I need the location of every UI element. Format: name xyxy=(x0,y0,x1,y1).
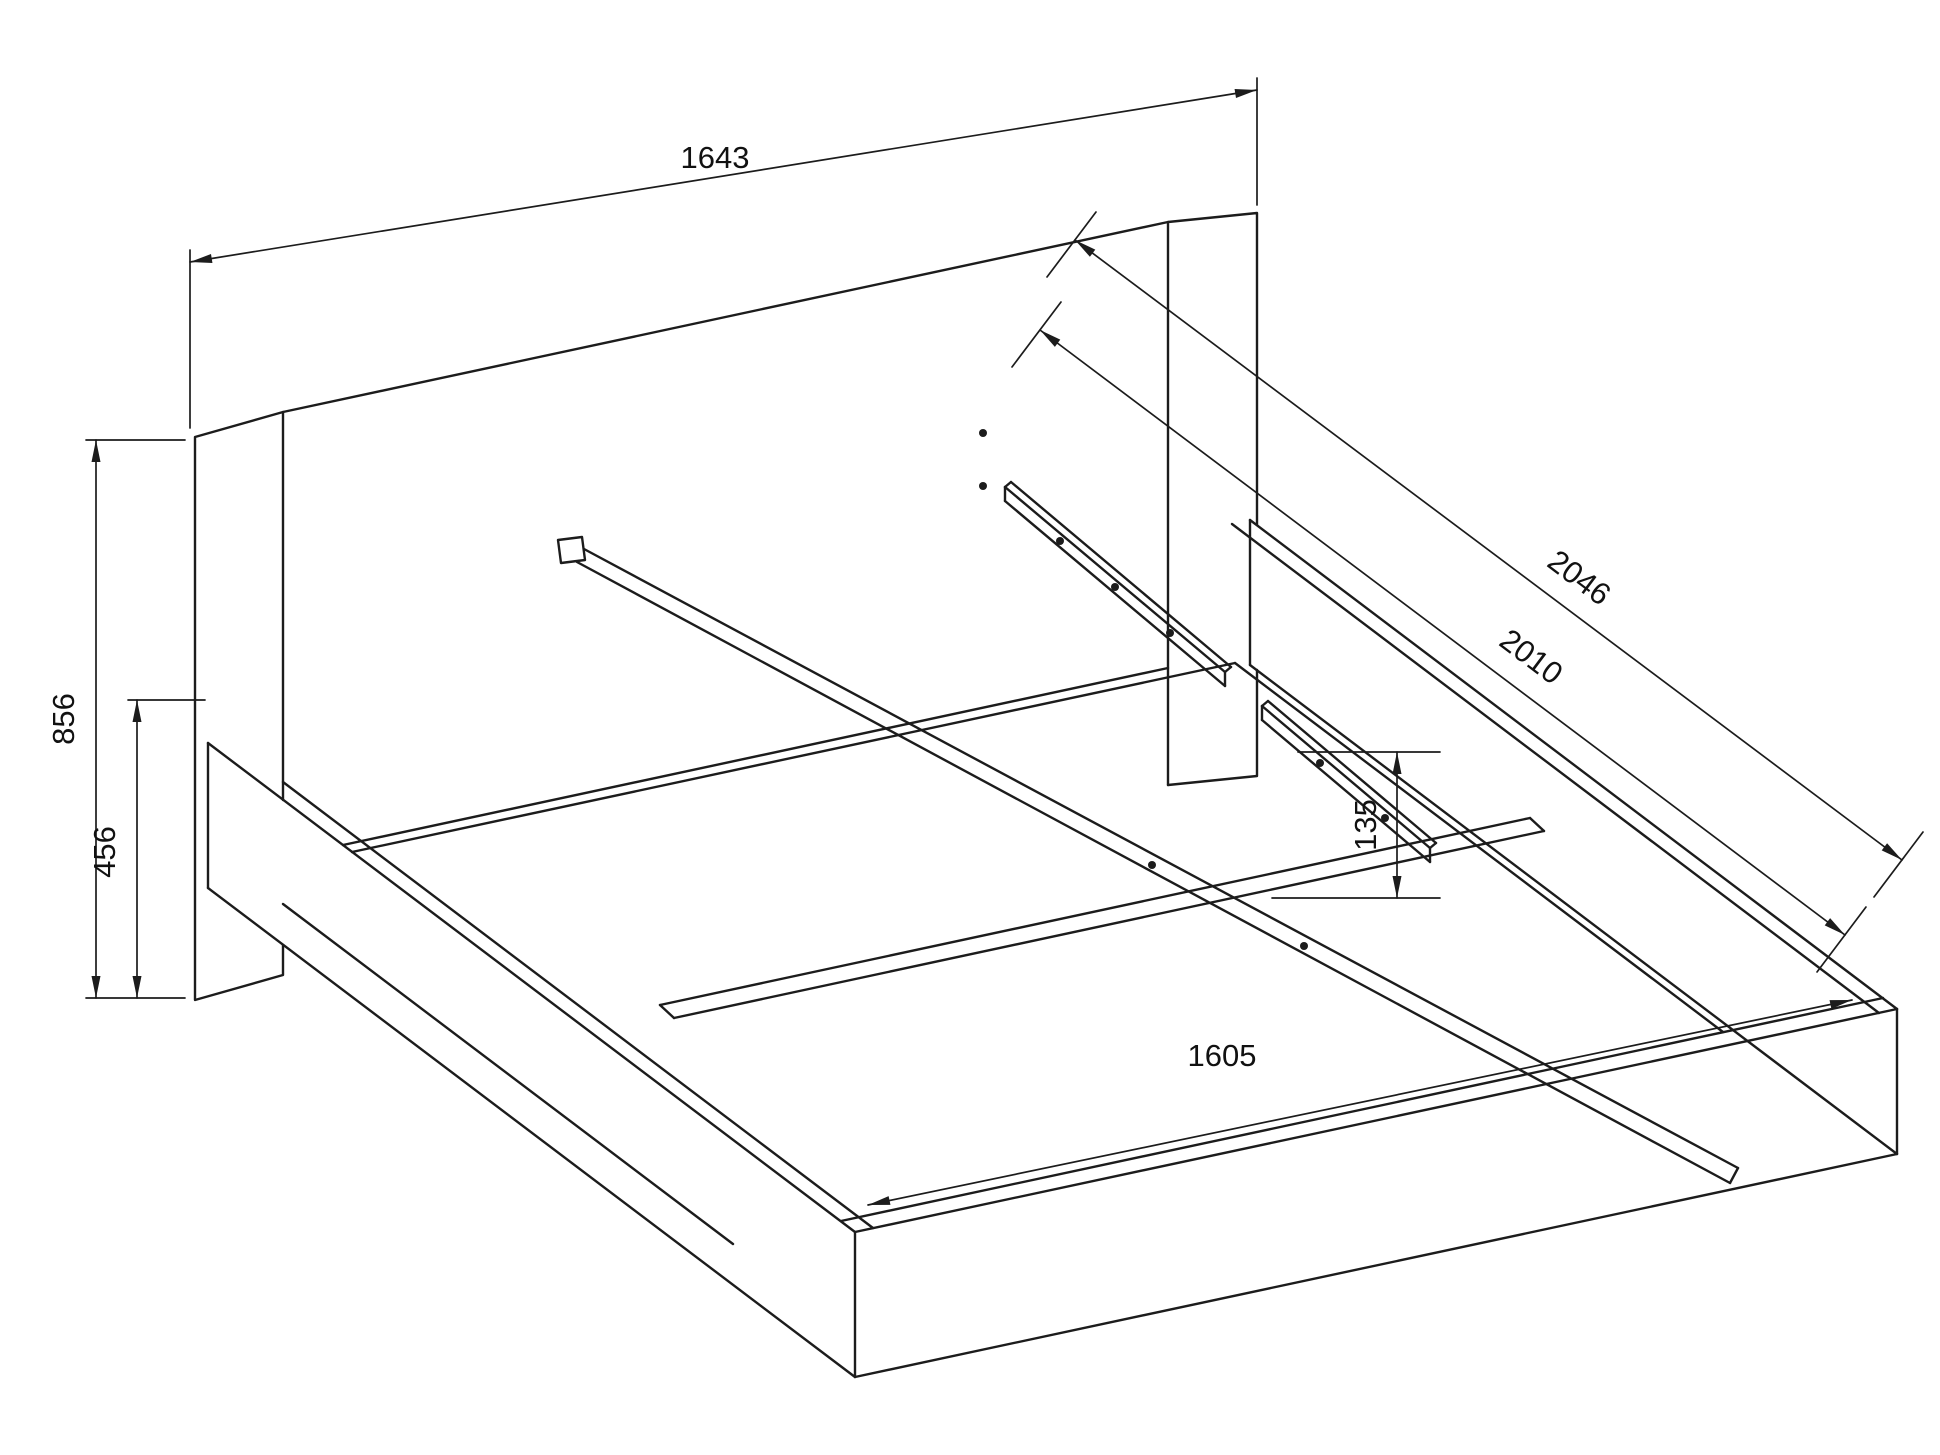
headboard-panel xyxy=(281,220,1170,847)
left-side-rail xyxy=(206,741,875,1379)
support-cleat-1 xyxy=(1003,480,1233,688)
foot-board xyxy=(839,996,1899,1379)
headboard-right-post xyxy=(1166,211,1259,787)
box-floor xyxy=(281,661,1725,1246)
dim-label-headboard-height: 856 xyxy=(46,693,81,745)
dim-label-base-height: 456 xyxy=(87,826,122,878)
cross-support xyxy=(658,816,1546,1020)
dim-headboard-width: 1643 xyxy=(189,77,1258,429)
dim-label-overall-length: 2046 xyxy=(1541,543,1617,612)
dim-cleat-offset: 135 xyxy=(1271,751,1441,899)
center-beam xyxy=(556,535,1740,1185)
dim-label-side-rail-length: 2010 xyxy=(1493,622,1569,691)
dim-inner-width: 1605 xyxy=(867,999,1853,1206)
dim-side-rail-length: 2010 xyxy=(1011,301,1867,973)
right-side-rail xyxy=(1230,518,1899,1156)
dim-base-height: 456 xyxy=(87,699,206,999)
dim-label-inner-width: 1605 xyxy=(1188,1038,1257,1073)
screw-holes xyxy=(979,429,987,490)
dim-label-headboard-width: 1643 xyxy=(681,140,750,175)
dim-overall-length: 2046 xyxy=(1046,211,1924,898)
dim-label-cleat-offset: 135 xyxy=(1348,799,1383,851)
dim-headboard-height: 856 xyxy=(46,439,186,999)
headboard-left-post xyxy=(193,410,285,1002)
